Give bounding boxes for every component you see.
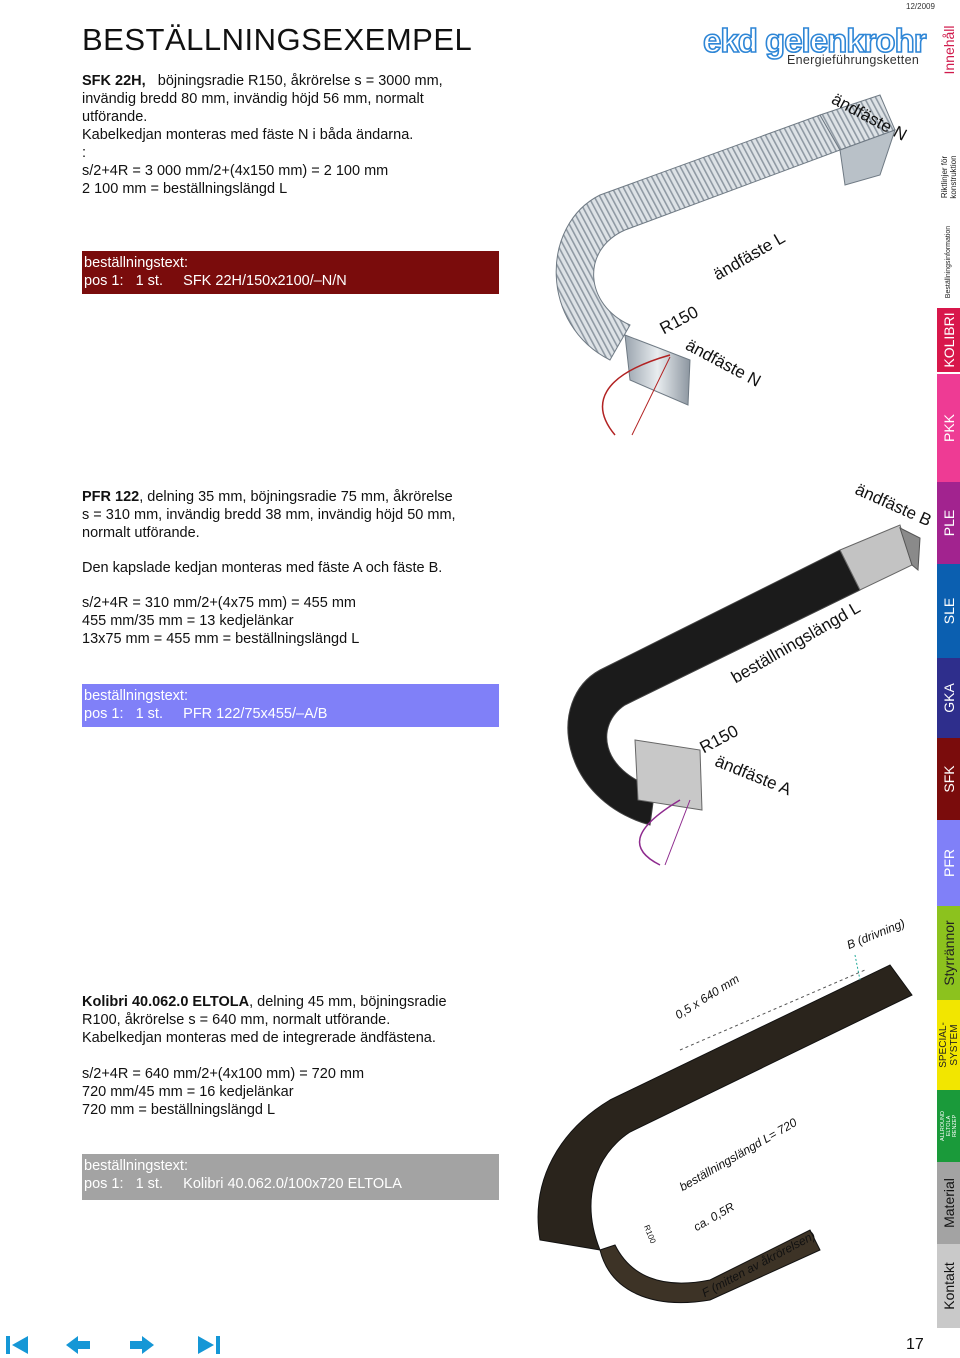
sfk-line4: Kabelkedjan monteras med fäste N i båda … — [82, 127, 414, 143]
sfk-order-box: beställningstext: pos 1: 1 st. SFK 22H/1… — [82, 251, 499, 294]
tab-ple[interactable]: PLE — [937, 482, 960, 564]
tab-kolibri[interactable]: KOLIBRI — [937, 308, 960, 372]
kolibri-calc2: 720 mm/45 mm = 16 kedjelänkar — [82, 1084, 294, 1100]
pfr-line2: s = 310 mm, invändig bredd 38 mm, invänd… — [82, 507, 456, 523]
pfr-description: PFR 122, delning 35 mm, böjningsradie 75… — [82, 488, 502, 648]
kolibri-intro: , delning 45 mm, böjningsradie — [249, 994, 447, 1010]
first-page-icon[interactable] — [4, 1334, 32, 1356]
tab-kolibri-label: KOLIBRI — [940, 312, 957, 368]
pfr-calc3: 13x75 mm = 455 mm = beställningslängd L — [82, 631, 360, 647]
pfr-order-box: beställningstext: pos 1: 1 st. PFR 122/7… — [82, 684, 499, 727]
kolibri-order-pos: pos 1: — [84, 1176, 124, 1192]
kolibri-order-qty: 1 st. — [135, 1176, 163, 1192]
tab-bestallningsinformation[interactable]: Beställningsinformation — [937, 218, 960, 306]
tab-riktlinjer-label: Riktlinjer för konstruktion — [939, 155, 958, 199]
sfk-chain-figure: ändfäste N ändfäste L R150 ändfäste N — [540, 75, 930, 455]
brand-logo: ekd gelenkrohr Energieführungsketten — [702, 22, 935, 67]
kolibri-description: Kolibri 40.062.0 ELTOLA, delning 45 mm, … — [82, 993, 502, 1119]
kolibri-product-name: Kolibri 40.062.0 ELTOLA — [82, 994, 250, 1010]
kolibri-calc3: 720 mm = beställningslängd L — [82, 1102, 276, 1118]
tab-innehall[interactable]: Innehåll — [937, 0, 960, 100]
tab-gka-label: GKA — [940, 683, 957, 713]
pfr-line4: Den kapslade kedjan monteras med fäste A… — [82, 560, 443, 576]
page-title: BESTÄLLNINGSEXEMPEL — [82, 22, 473, 57]
tab-gka[interactable]: GKA — [937, 658, 960, 738]
kolibri-line2: R100, åkrörelse s = 640 mm, normalt utfö… — [82, 1012, 391, 1028]
previous-page-icon[interactable] — [64, 1334, 92, 1356]
tab-allround[interactable]: ALLROUND ELTOLA RENZEP — [937, 1090, 960, 1162]
tab-innehall-label: Innehåll — [940, 25, 957, 75]
pfr-chain-illustration — [567, 524, 921, 866]
kolibri-order-code: Kolibri 40.062.0/100x720 ELTOLA — [183, 1176, 402, 1192]
pfr-order-label: beställningstext: — [84, 688, 188, 704]
sfk-product-name: SFK 22H, — [82, 73, 146, 89]
pfr-product-name: PFR 122 — [82, 489, 140, 505]
sfk-description: SFK 22H, böjningsradie R150, åkrörelse s… — [82, 72, 502, 198]
next-page-icon[interactable] — [128, 1334, 156, 1356]
date-stamp: 12/2009 — [906, 2, 935, 11]
tab-kontakt-label: Kontakt — [940, 1262, 957, 1310]
sfk-calc2: 2 100 mm = beställningslängd L — [82, 181, 288, 197]
kolibri-order-box: beställningstext: pos 1: 1 st. Kolibri 4… — [82, 1154, 499, 1200]
kolibri-chain-figure: B (drivning) 0,5 x 640 mm beställningslä… — [520, 900, 930, 1330]
tab-ple-label: PLE — [940, 509, 957, 537]
sfk-order-pos: pos 1: — [84, 273, 124, 289]
page-number: 17 — [906, 1336, 924, 1353]
kolibri-calc1: s/2+4R = 640 mm/2+(4x100 mm) = 720 mm — [82, 1066, 365, 1082]
last-page-icon[interactable] — [194, 1334, 222, 1356]
tab-riktlinjer[interactable]: Riktlinjer för konstruktion — [937, 142, 960, 212]
tab-sfk-label: SFK — [940, 765, 957, 793]
kolibri-chain-illustration — [537, 954, 913, 1304]
sfk-calc1: s/2+4R = 3 000 mm/2+(4x150 mm) = 2 100 m… — [82, 163, 389, 179]
tab-specialsystem-label: SPECIAL- SYSTEM — [937, 1022, 960, 1068]
sfk-order-code: SFK 22H/150x2100/–N/N — [183, 273, 347, 289]
tab-sle-label: SLE — [940, 597, 957, 625]
tab-pfr-label: PFR — [940, 849, 957, 877]
tab-sle[interactable]: SLE — [937, 564, 960, 658]
pfr-calc1: s/2+4R = 310 mm/2+(4x75 mm) = 455 mm — [82, 595, 356, 611]
tab-material-label: Material — [940, 1178, 957, 1228]
sfk-order-label: beställningstext: — [84, 255, 188, 271]
tab-pkk-label: PKK — [940, 413, 957, 443]
sfk-chain-illustration — [555, 94, 896, 436]
tab-kontakt[interactable]: Kontakt — [937, 1244, 960, 1328]
sfk-line3: utförande. — [82, 109, 148, 125]
tab-bestallningsinformation-label: Beställningsinformation — [944, 225, 952, 299]
sfk-order-qty: 1 st. — [135, 273, 163, 289]
pfr-order-qty: 1 st. — [135, 706, 163, 722]
pfr-intro: , delning 35 mm, böjningsradie 75 mm, åk… — [139, 489, 453, 505]
pfr-calc2: 455 mm/35 mm = 13 kedjelänkar — [82, 613, 294, 629]
sfk-intro: böjningsradie R150, åkrörelse s = 3000 m… — [157, 73, 443, 89]
pfr-order-pos: pos 1: — [84, 706, 124, 722]
kolibri-order-label: beställningstext: — [84, 1158, 188, 1174]
pfr-line3: normalt utförande. — [82, 525, 200, 541]
tab-allround-label: ALLROUND ELTOLA RENZEP — [939, 1111, 958, 1141]
pfr-chain-figure: ändfäste B beställningslängd L R150 ändf… — [540, 470, 934, 870]
tab-pkk[interactable]: PKK — [937, 374, 960, 482]
sfk-line5: : — [82, 145, 87, 161]
pfr-order-code: PFR 122/75x455/–A/B — [183, 706, 328, 722]
tab-sfk[interactable]: SFK — [937, 738, 960, 820]
tab-specialsystem[interactable]: SPECIAL- SYSTEM — [937, 1000, 960, 1090]
kolibri-line3: Kabelkedjan monteras med de integrerade … — [82, 1030, 436, 1046]
section-sidebar: Innehåll Riktlinjer för konstruktion Bes… — [937, 0, 960, 1358]
tab-styrrannor-label: Styrrännor — [940, 920, 957, 986]
tab-pfr[interactable]: PFR — [937, 820, 960, 906]
sfk-line2: invändig bredd 80 mm, invändig höjd 56 m… — [82, 91, 424, 107]
tab-material[interactable]: Material — [937, 1162, 960, 1244]
logo-tagline: Energieführungsketten — [787, 53, 920, 67]
tab-styrrannor[interactable]: Styrrännor — [937, 906, 960, 1000]
logo-wordmark: ekd gelenkrohr — [702, 22, 927, 59]
